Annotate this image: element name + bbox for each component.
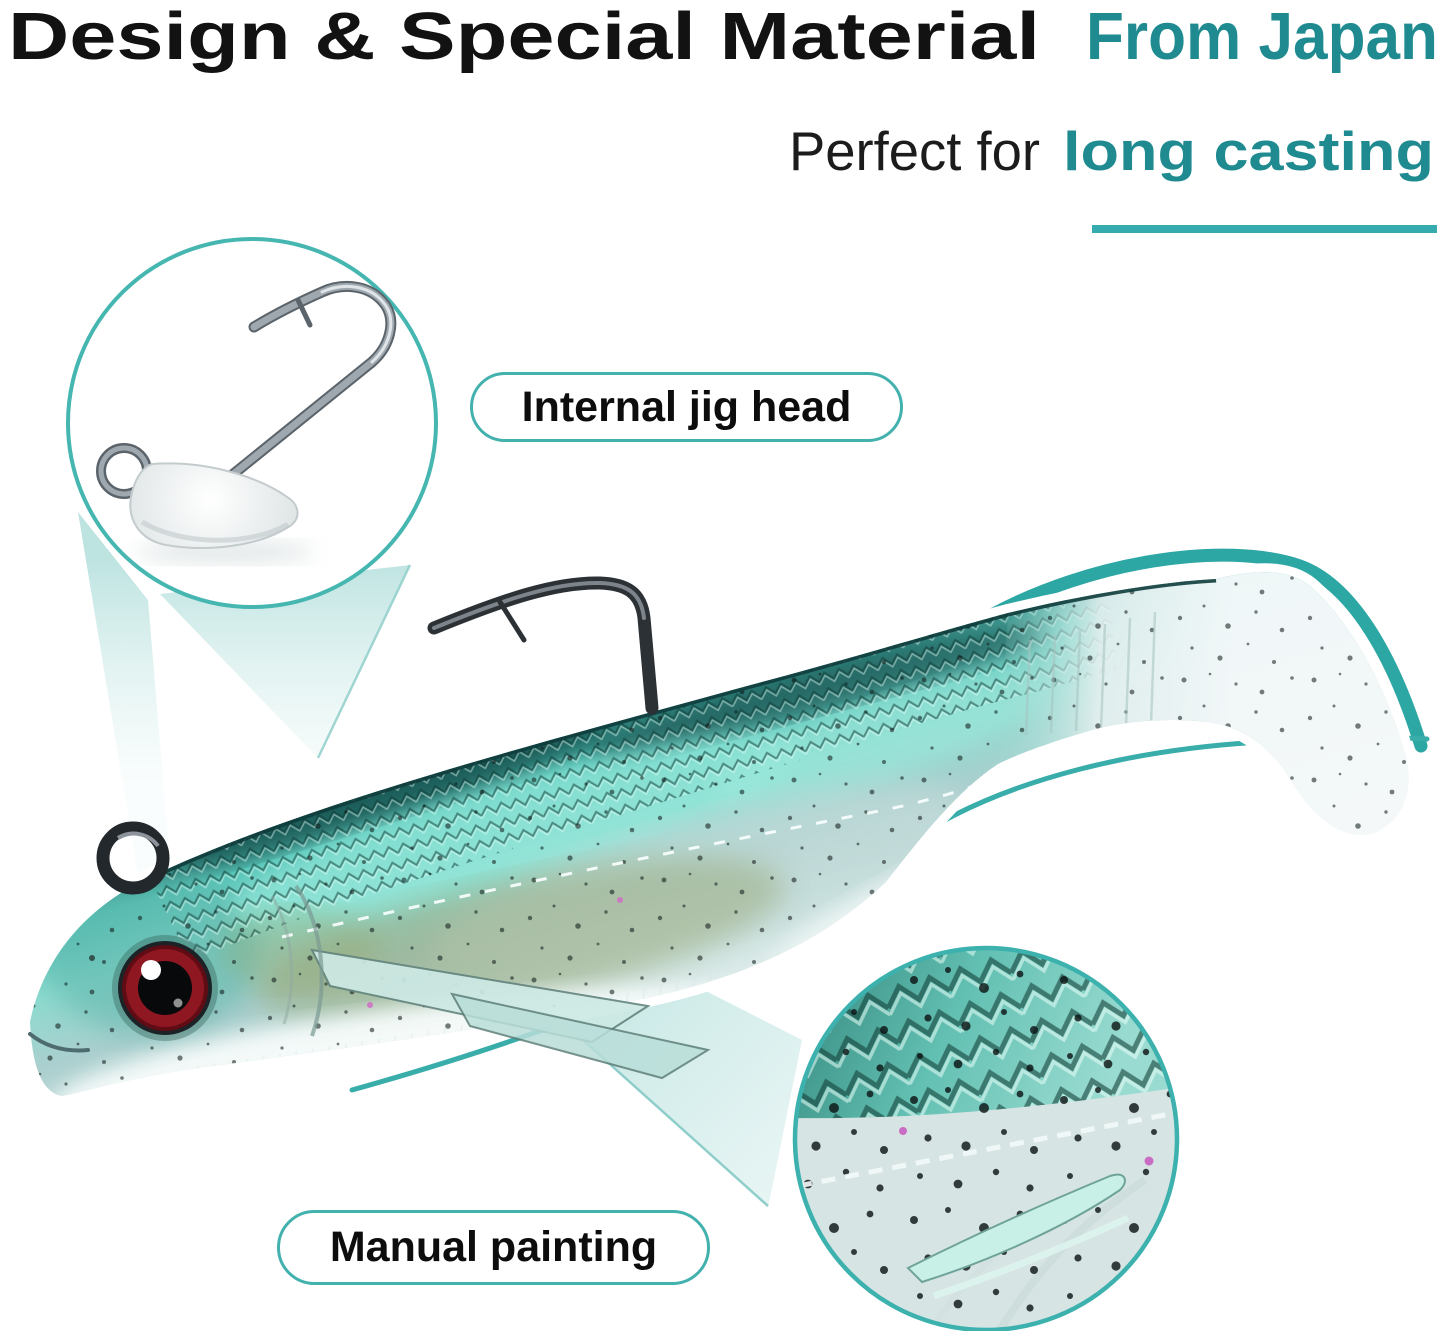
jig-hook (220, 281, 397, 486)
gill-line-inner (270, 895, 294, 1025)
line-tie-loop (96, 821, 170, 895)
page-title-highlight: From Japan (1086, 0, 1438, 74)
magnified-lateral-line (797, 1109, 1177, 1189)
accent-underline-bar (1092, 225, 1437, 233)
magnifier-border (792, 945, 1180, 1331)
tail-ribs (1024, 611, 1157, 736)
nostril (89, 955, 95, 961)
jig-head-inset (66, 237, 438, 609)
jig-head-shading (140, 519, 290, 543)
page-title-main: Design & Special Material (8, 0, 1040, 74)
beam-edge (316, 564, 412, 759)
jig-head-beam-left (78, 512, 170, 876)
manual-painting-label: Manual painting (329, 1223, 658, 1271)
magnified-fin (906, 1173, 1126, 1284)
callout-pill-manual-painting: Manual painting (277, 1210, 710, 1285)
callout-pill-jig-head: Internal jig head (470, 372, 903, 442)
jig-head-label: Internal jig head (521, 382, 852, 431)
mouth-line (28, 1032, 90, 1053)
hook-barb (497, 599, 527, 643)
subtitle-main: Perfect for (789, 120, 1040, 182)
jig-hook-barb (295, 297, 313, 328)
gill-line (294, 884, 324, 1037)
back-hook (427, 576, 659, 715)
fish-eye (112, 935, 218, 1041)
tail-swoosh (983, 548, 1428, 753)
jig-head-beam (160, 565, 410, 758)
pectoral-fin-lower (450, 992, 711, 1080)
texture-magnifier (792, 945, 1180, 1331)
jig-head-body (129, 462, 299, 549)
subtitle-highlight: long casting (1063, 120, 1434, 182)
